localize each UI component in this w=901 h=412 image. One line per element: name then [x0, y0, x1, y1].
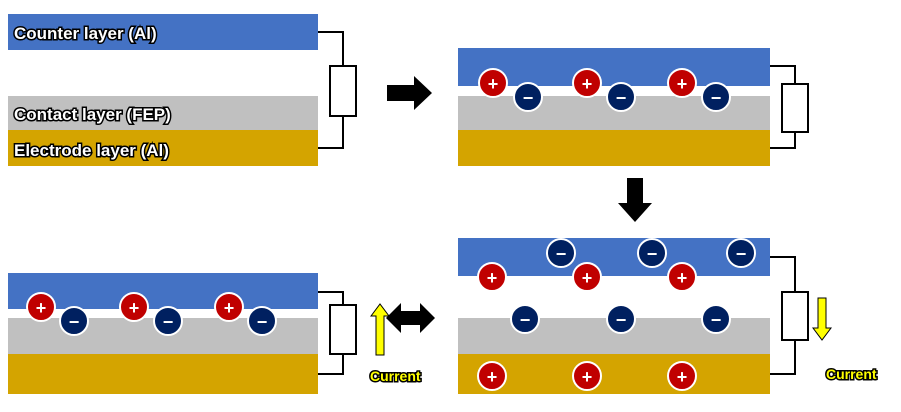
negative-sign: − — [647, 244, 658, 264]
counter-layer — [8, 14, 318, 50]
negative-sign: − — [163, 312, 174, 332]
panel-2-contact — [458, 48, 809, 166]
resistor — [329, 304, 357, 355]
positive-charge-icon: + — [572, 361, 602, 391]
resistor — [781, 291, 809, 341]
electrode-layer — [8, 354, 318, 394]
negative-charge-icon: − — [510, 304, 540, 334]
contact-layer-label: Contact layer (FEP) — [14, 105, 171, 124]
contact-layer — [8, 96, 318, 130]
negative-charge-icon: − — [546, 238, 576, 268]
electrode-layer-label: Electrode layer (Al) — [14, 141, 169, 160]
circuit-wire — [770, 65, 796, 149]
positive-sign: + — [224, 298, 235, 318]
negative-sign: − — [616, 310, 627, 330]
electrode-layer — [458, 354, 770, 394]
negative-sign: − — [257, 312, 268, 332]
negative-sign: − — [711, 310, 722, 330]
positive-sign: + — [487, 367, 498, 387]
negative-charge-icon: − — [59, 306, 89, 336]
counter-layer-label: Counter layer (Al) — [14, 24, 157, 43]
positive-sign: + — [36, 298, 47, 318]
positive-sign: + — [677, 268, 688, 288]
negative-charge-icon: − — [606, 82, 636, 112]
negative-charge-icon: − — [637, 238, 667, 268]
positive-sign: + — [582, 74, 593, 94]
circuit-wire — [770, 256, 796, 375]
negative-sign: − — [523, 88, 534, 108]
positive-charge-icon: + — [26, 292, 56, 322]
positive-sign: + — [582, 367, 593, 387]
current-arrow-down — [812, 297, 832, 341]
positive-charge-icon: + — [477, 361, 507, 391]
negative-charge-icon: − — [701, 304, 731, 334]
negative-sign: − — [736, 244, 747, 264]
negative-sign: − — [556, 244, 567, 264]
electrode-layer — [458, 130, 770, 166]
positive-charge-icon: + — [667, 68, 697, 98]
circuit-wire — [318, 291, 344, 375]
positive-charge-icon: + — [667, 361, 697, 391]
current-label: Current — [826, 366, 877, 382]
negative-charge-icon: − — [153, 306, 183, 336]
current-arrow-up — [370, 303, 390, 356]
negative-charge-icon: − — [513, 82, 543, 112]
positive-sign: + — [582, 268, 593, 288]
panel-1-separated: Counter layer (Al) Contact layer (FEP) E… — [8, 14, 357, 166]
negative-sign: − — [711, 88, 722, 108]
negative-charge-icon: − — [247, 306, 277, 336]
positive-charge-icon: + — [667, 262, 697, 292]
positive-charge-icon: + — [214, 292, 244, 322]
counter-layer — [458, 238, 770, 276]
resistor — [329, 65, 357, 117]
positive-sign: + — [487, 268, 498, 288]
positive-sign: + — [488, 74, 499, 94]
negative-sign: − — [520, 310, 531, 330]
positive-sign: + — [677, 74, 688, 94]
arrow-down-icon — [618, 178, 652, 222]
positive-sign: + — [677, 367, 688, 387]
resistor — [781, 83, 809, 133]
circuit-wire — [318, 31, 344, 149]
arrow-right-icon — [387, 76, 432, 110]
positive-charge-icon: + — [572, 68, 602, 98]
charges: +−+−+−−−−+++−−−++++−+−+− — [26, 68, 756, 391]
negative-charge-icon: − — [606, 304, 636, 334]
current-label: Current — [370, 368, 421, 384]
negative-charge-icon: − — [701, 82, 731, 112]
positive-charge-icon: + — [477, 262, 507, 292]
negative-sign: − — [616, 88, 627, 108]
negative-sign: − — [69, 312, 80, 332]
negative-charge-icon: − — [726, 238, 756, 268]
electrode-layer — [8, 130, 318, 166]
positive-charge-icon: + — [572, 262, 602, 292]
counter-layer — [458, 48, 770, 86]
positive-charge-icon: + — [478, 68, 508, 98]
positive-sign: + — [129, 298, 140, 318]
positive-charge-icon: + — [119, 292, 149, 322]
counter-layer — [8, 273, 318, 309]
double-arrow-icon — [386, 303, 435, 333]
